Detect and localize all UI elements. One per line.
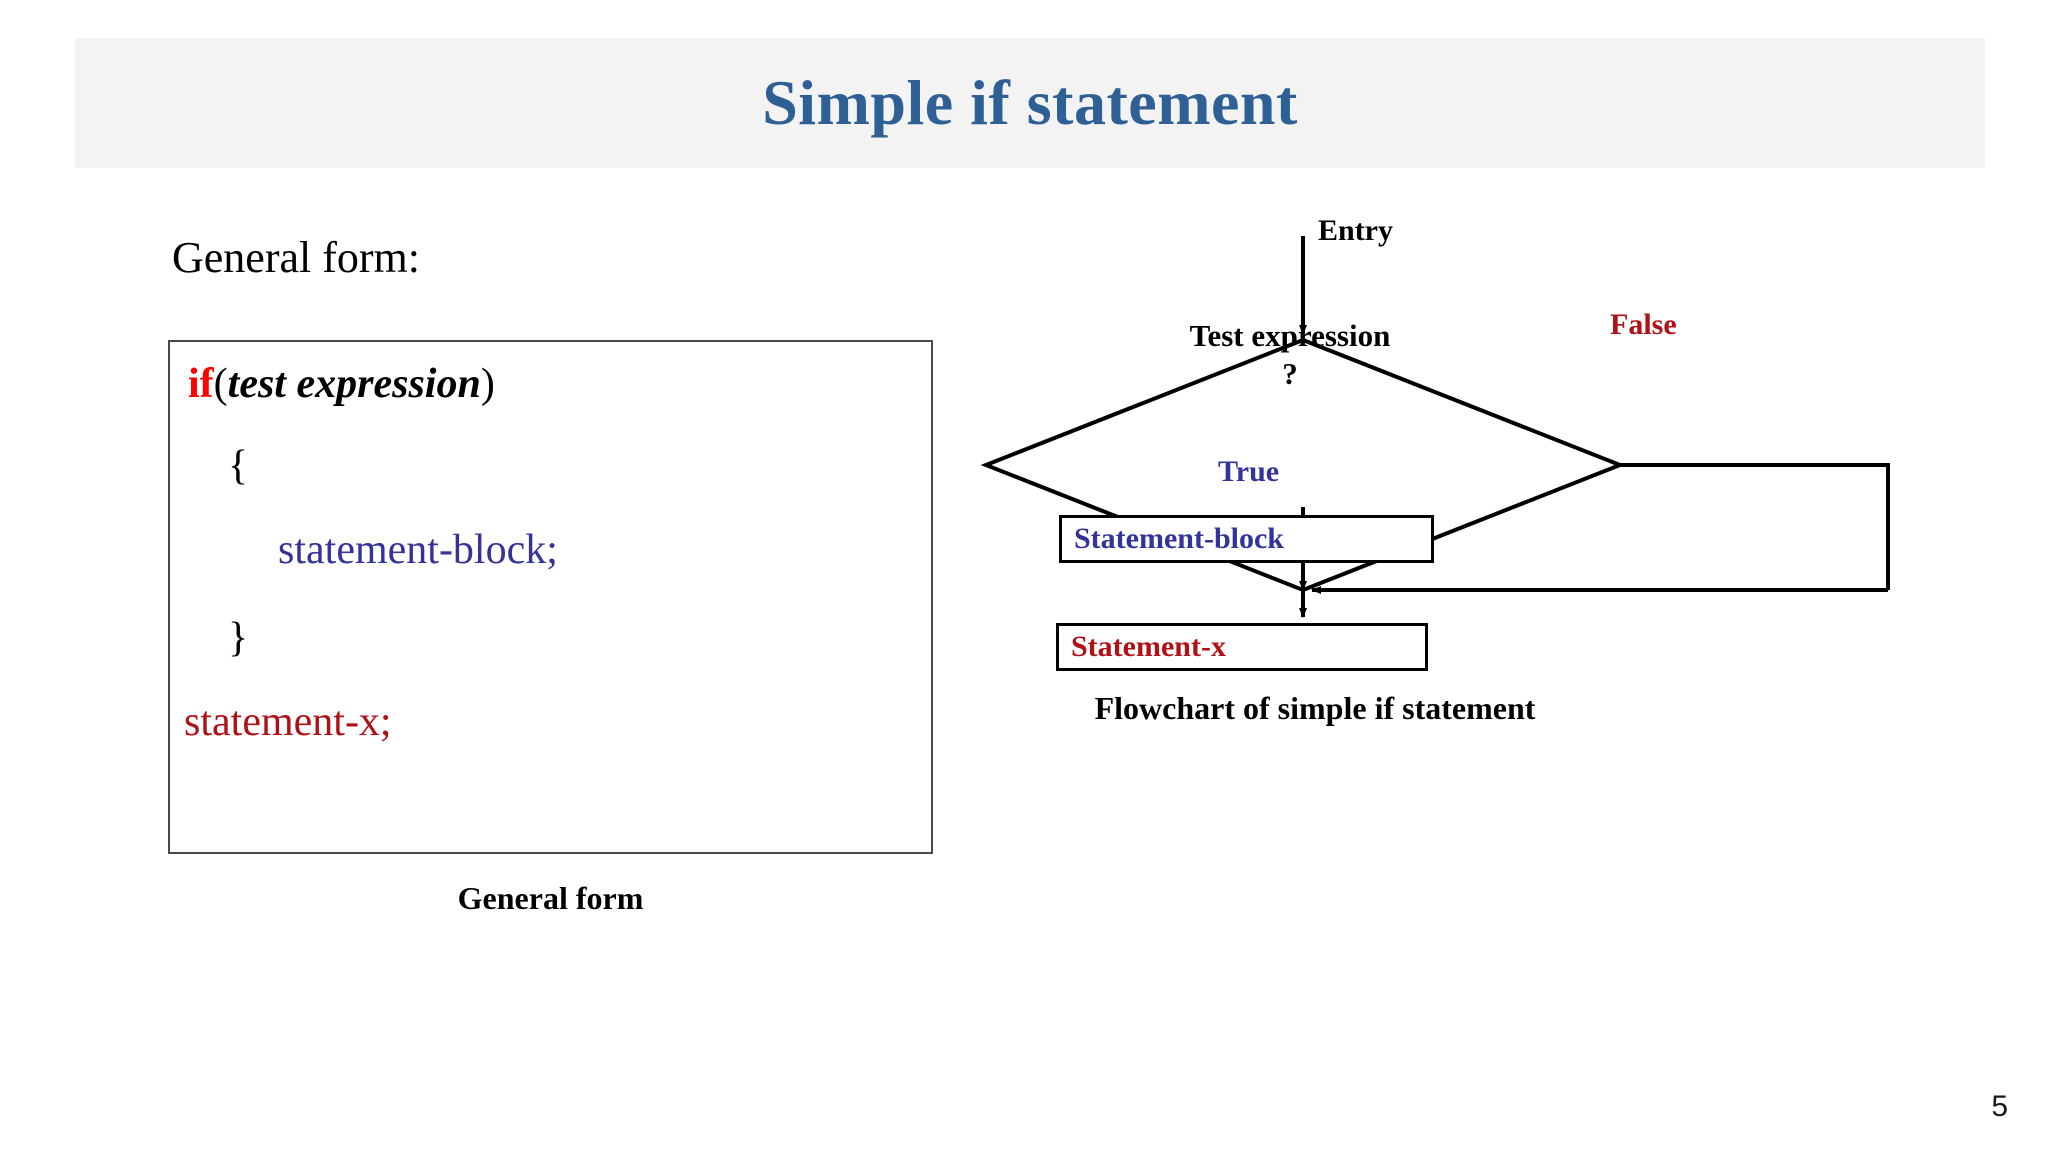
false-branch-label: False (1610, 308, 1677, 341)
page-title: Simple if statement (762, 67, 1298, 138)
flowchart-diagram: Entry Test expression ? False True State… (960, 214, 1970, 930)
test-expression-text: test expression (227, 361, 481, 407)
decision-label-line2: ? (1282, 356, 1298, 391)
flowchart-box-statement-x: Statement-x (1056, 623, 1428, 671)
general-form-caption: General form (457, 880, 644, 916)
close-paren: ) (480, 361, 495, 407)
title-banner: Simple if statement (75, 38, 1985, 168)
flowchart-box-statement-x-label: Statement-x (1071, 630, 1226, 663)
entry-label: Entry (1318, 214, 1393, 247)
code-line-if-header: if(test expression) (188, 360, 495, 408)
code-line-statement-x: statement-x; (184, 699, 392, 745)
decision-label-line1: Test expression (1189, 318, 1391, 353)
general-form-code-box: if(test expression) { statement-block; }… (168, 340, 933, 854)
code-line-statement-block: statement-block; (278, 527, 558, 573)
code-line-close-brace: } (228, 615, 249, 661)
false-branch-path (1620, 463, 1890, 590)
open-paren: ( (213, 361, 228, 407)
true-branch-label: True (1218, 455, 1280, 488)
keyword-if: if (188, 361, 214, 407)
flowchart-box-statement-block-label: Statement-block (1074, 522, 1284, 555)
general-form-heading: General form: (172, 233, 420, 282)
page-number: 5 (1991, 1090, 2008, 1123)
flowchart-caption: Flowchart of simple if statement (1094, 690, 1536, 726)
code-line-open-brace: { (228, 443, 249, 489)
flowchart-box-statement-block: Statement-block (1059, 515, 1434, 563)
